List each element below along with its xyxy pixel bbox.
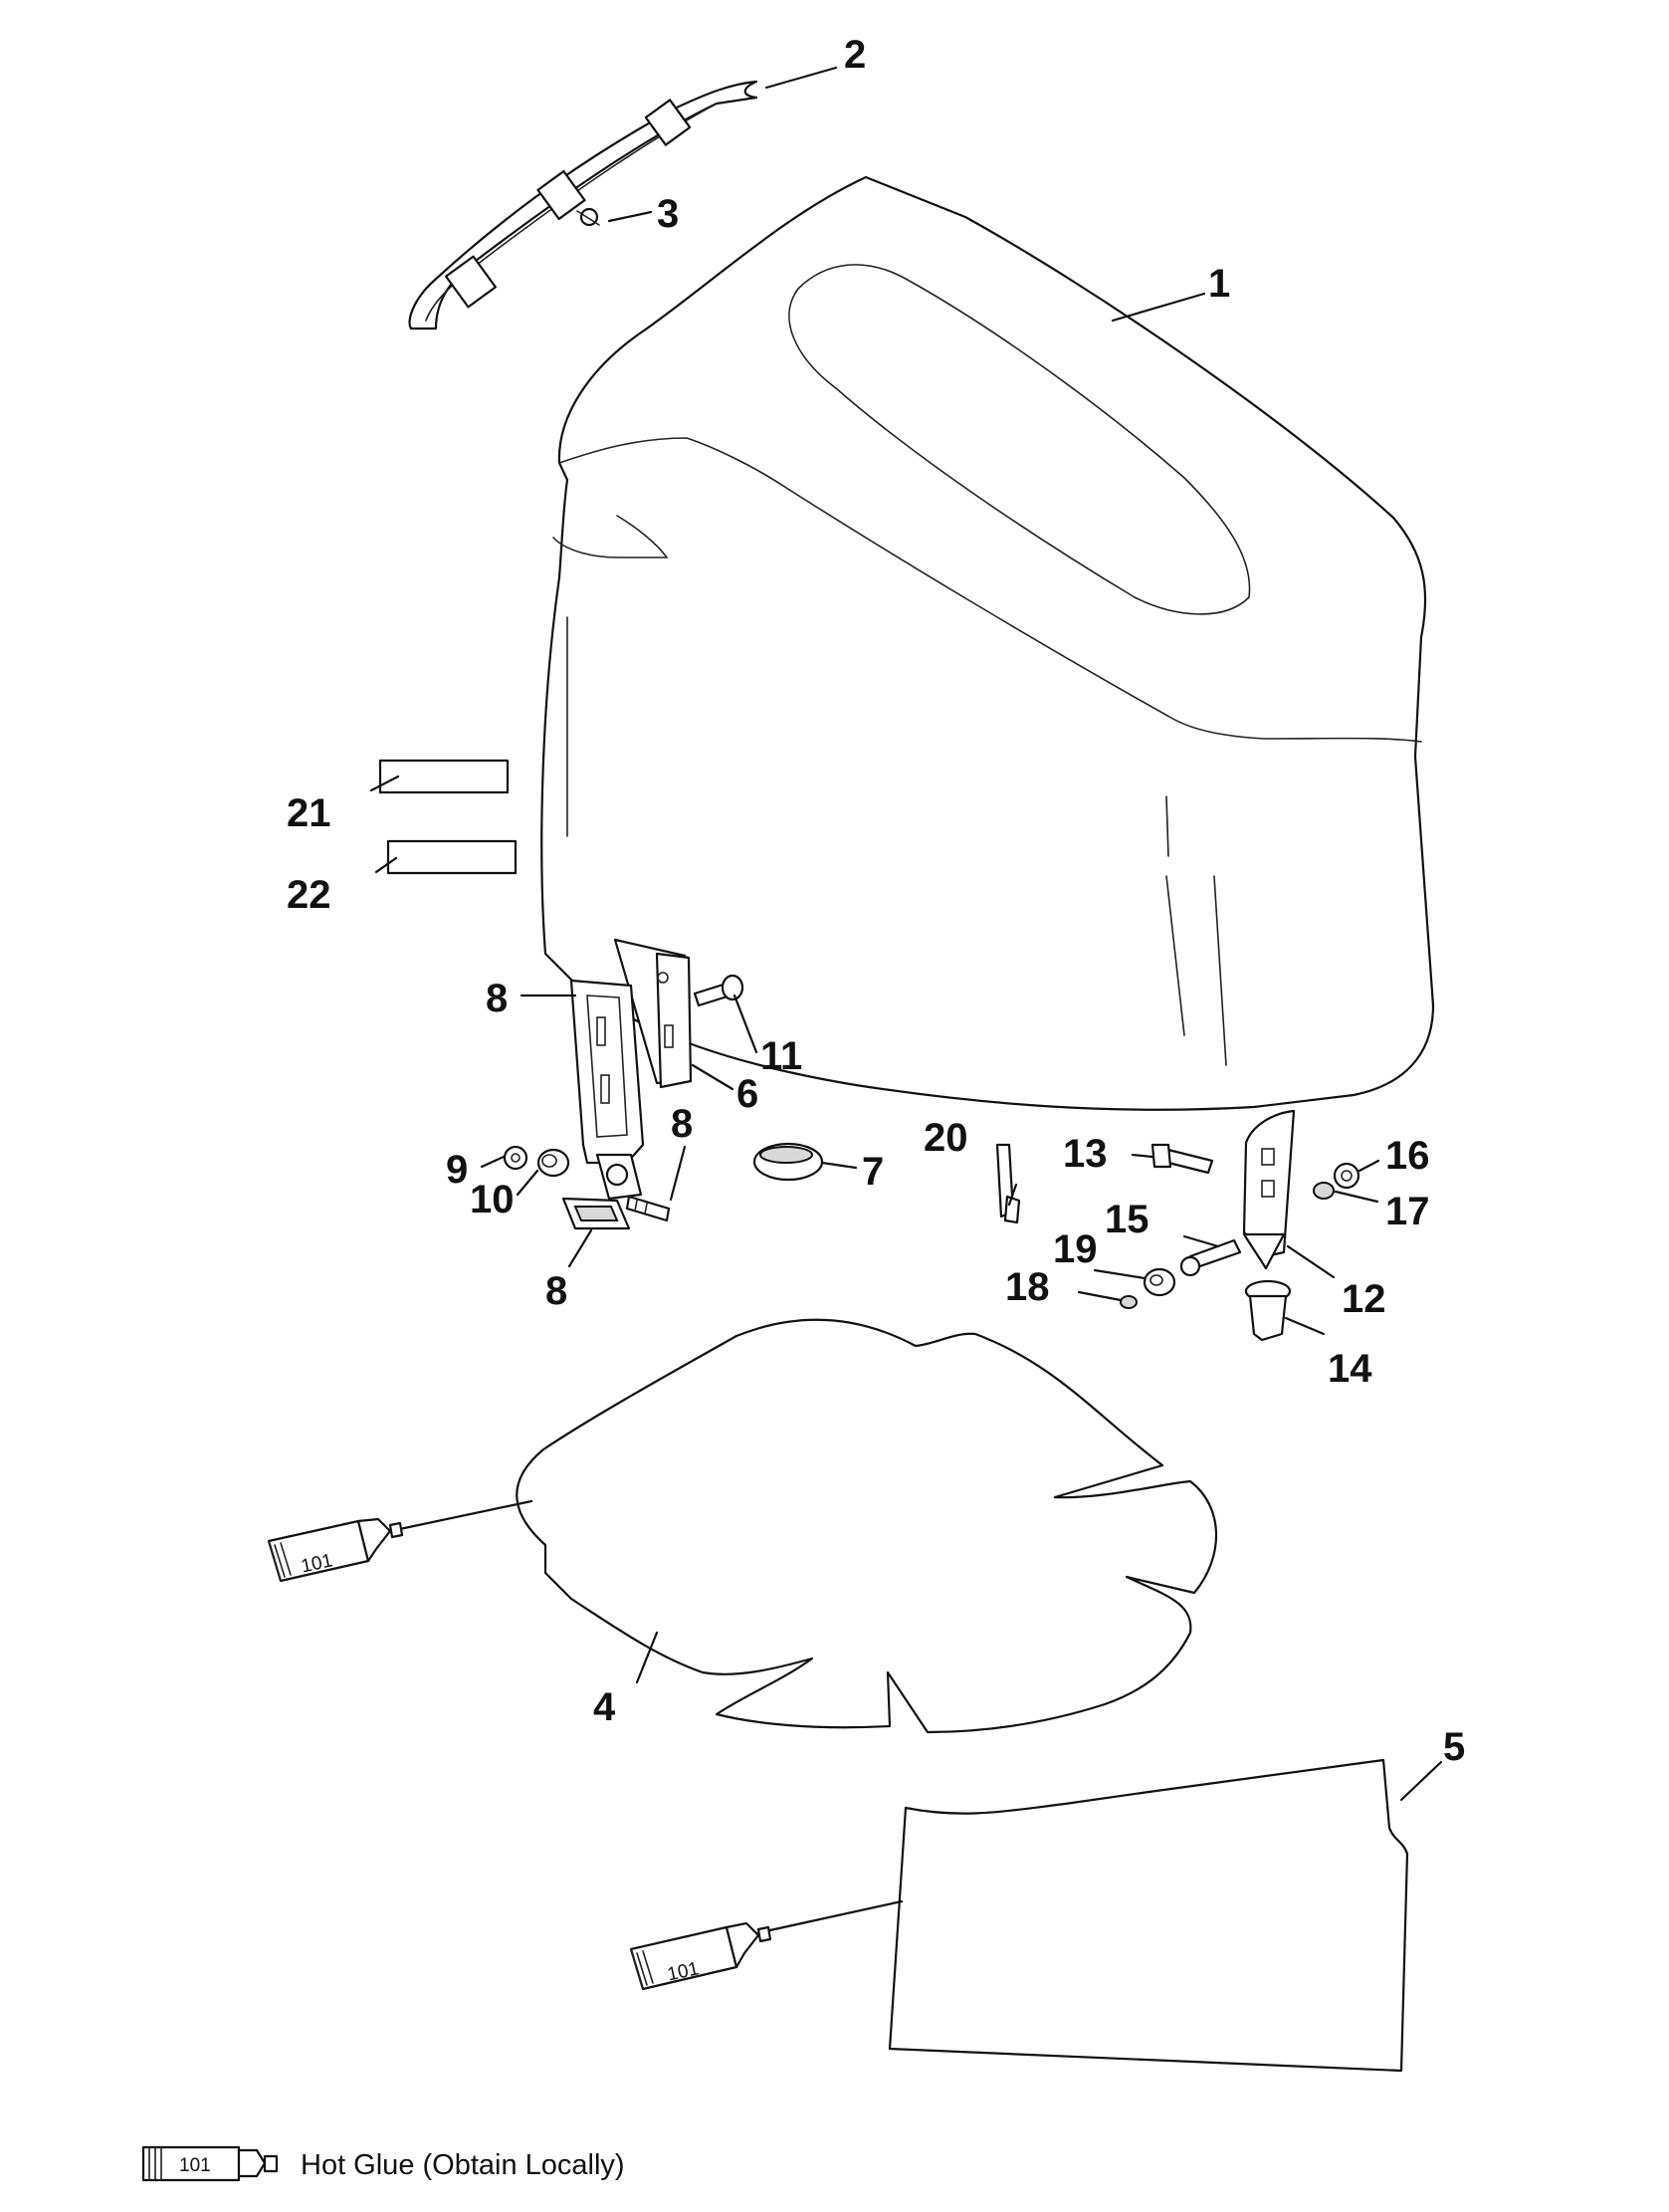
part-12-latch-plate bbox=[1242, 1109, 1296, 1270]
part-3-screw bbox=[576, 207, 600, 227]
callout-6: 6 bbox=[736, 1072, 758, 1116]
part-17-washer bbox=[1313, 1182, 1335, 1200]
callout-21: 21 bbox=[287, 791, 331, 835]
part-18-washer bbox=[1120, 1295, 1138, 1309]
legend-glue-label: 101 bbox=[179, 2155, 211, 2176]
part-21-decal bbox=[378, 759, 510, 794]
part-1-top-cowl bbox=[540, 175, 1435, 1111]
part-4-liner bbox=[516, 1318, 1218, 1734]
callout-20: 20 bbox=[924, 1116, 968, 1160]
callout-17: 17 bbox=[1385, 1190, 1430, 1233]
part-15-stud bbox=[1179, 1238, 1242, 1277]
callout-9: 9 bbox=[446, 1148, 468, 1192]
part-11-bolt bbox=[693, 974, 744, 1007]
callout-8-upper: 8 bbox=[486, 977, 508, 1020]
part-8-pin bbox=[625, 1195, 671, 1222]
callout-15: 15 bbox=[1105, 1198, 1149, 1241]
callout-1: 1 bbox=[1208, 262, 1230, 306]
legend-text: Hot Glue (Obtain Locally) bbox=[301, 2149, 625, 2181]
legend: 101 Hot Glue (Obtain Locally) bbox=[141, 2145, 625, 2182]
part-9-nut bbox=[503, 1145, 528, 1171]
part-14-bumper bbox=[1244, 1279, 1292, 1342]
hot-glue-tube-lower: 101 bbox=[629, 1899, 904, 1991]
callout-5: 5 bbox=[1443, 1725, 1465, 1769]
part-5-liner bbox=[888, 1758, 1409, 2073]
part-22-decal bbox=[386, 839, 518, 875]
part-8-pad bbox=[561, 1197, 631, 1230]
callout-18: 18 bbox=[1005, 1265, 1050, 1309]
callout-11: 11 bbox=[760, 1034, 802, 1078]
part-6-bracket bbox=[613, 938, 693, 1089]
part-7-plug bbox=[752, 1142, 824, 1182]
callout-10: 10 bbox=[470, 1178, 515, 1221]
callout-8-middle: 8 bbox=[671, 1102, 693, 1146]
hot-glue-tube-upper: 101 bbox=[267, 1499, 533, 1583]
part-2-top-trim bbox=[408, 80, 758, 331]
callout-14: 14 bbox=[1328, 1347, 1372, 1391]
part-8-latch-bracket bbox=[569, 979, 645, 1201]
callout-22: 22 bbox=[287, 873, 331, 917]
part-16-nut bbox=[1333, 1162, 1360, 1190]
callout-3: 3 bbox=[657, 192, 679, 236]
callout-7: 7 bbox=[862, 1150, 884, 1194]
callout-4: 4 bbox=[593, 1685, 616, 1729]
callout-2: 2 bbox=[844, 33, 866, 77]
callout-numbers: 1 2 3 21 22 8 11 6 7 8 9 10 8 20 13 16 1… bbox=[287, 33, 1465, 1769]
callout-19: 19 bbox=[1053, 1227, 1098, 1271]
part-13-bolt bbox=[1150, 1143, 1214, 1175]
callout-8-lower: 8 bbox=[545, 1269, 567, 1313]
callout-12: 12 bbox=[1342, 1277, 1386, 1321]
part-19-spacer bbox=[1143, 1267, 1176, 1297]
legend-glue-icon: 101 bbox=[141, 2145, 279, 2182]
leader-lines bbox=[369, 66, 1443, 1802]
callout-16: 16 bbox=[1385, 1134, 1430, 1178]
callout-13: 13 bbox=[1063, 1132, 1108, 1176]
part-10-bushing bbox=[536, 1148, 570, 1178]
